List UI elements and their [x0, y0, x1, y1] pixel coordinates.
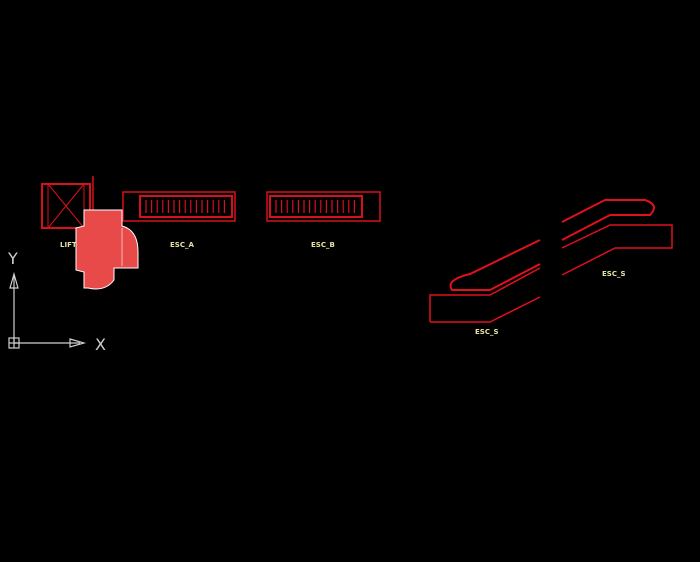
- ucs-y-label: Y: [7, 249, 18, 268]
- escalator-elevation[interactable]: [429, 199, 673, 323]
- escalator-b-label: ESC_B: [311, 241, 335, 249]
- escalator-a-plan[interactable]: [122, 191, 236, 222]
- ucs-x-label: X: [95, 335, 106, 354]
- escalator-b-plan[interactable]: [266, 191, 381, 222]
- escalator-upper-label: ESC_S: [602, 270, 626, 278]
- lift-label: LIFT: [60, 241, 77, 249]
- logo-overlay-icon: [75, 209, 139, 290]
- escalator-a-label: ESC_A: [170, 241, 194, 249]
- escalator-lower-label: ESC_S: [475, 328, 499, 336]
- ucs-icon: [8, 271, 87, 349]
